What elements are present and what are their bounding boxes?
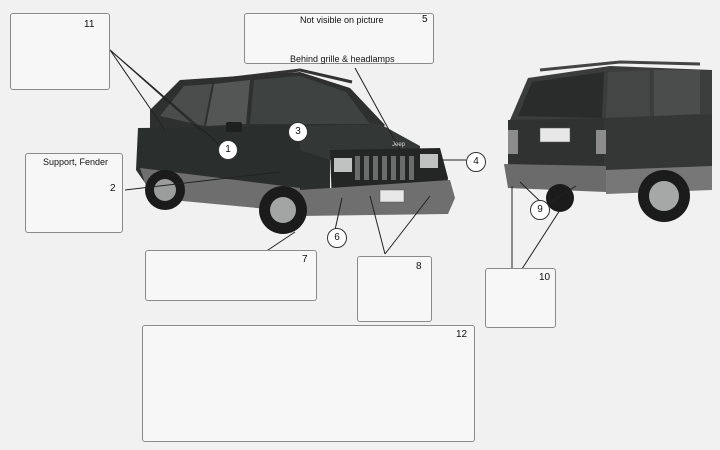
callout-3: 3 [288,122,308,142]
part-box-2 [25,153,123,233]
callout-7: 7 [302,254,308,265]
behind-grille-label: Behind grille & headlamps [290,54,395,64]
part-box-10 [485,268,556,328]
callout-12: 12 [456,329,468,340]
callout-11: 11 [84,19,95,30]
callout-4: 4 [466,152,486,172]
part-box-11 [10,13,110,90]
callout-10: 10 [539,272,551,283]
callout-5: 5 [422,14,428,25]
part-box-5 [244,13,434,64]
leader-lines [109,49,577,273]
hood-badge: Jeep [392,142,406,148]
part-box-12 [142,325,475,442]
part-box-8 [357,256,432,322]
support-fender-label: Support, Fender [43,157,109,167]
callout-2: 2 [110,183,116,194]
callout-6: 6 [327,228,347,248]
rear-vehicle-illustration [504,60,712,222]
front-vehicle-illustration [136,68,455,234]
callout-9: 9 [530,200,550,220]
callout-8: 8 [416,261,422,272]
part-box-7 [145,250,317,301]
not-visible-label: Not visible on picture [300,15,384,25]
callout-1: 1 [218,140,238,160]
